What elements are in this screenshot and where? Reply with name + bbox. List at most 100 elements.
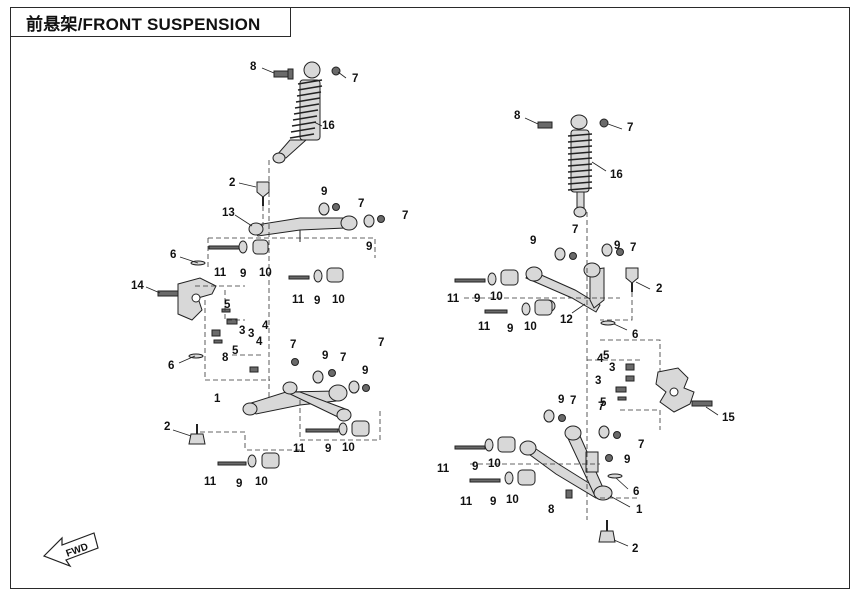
- left-ball-joint-lower: [188, 424, 206, 445]
- left-callout-9: 9: [236, 478, 242, 490]
- right-callout-6: 6: [632, 329, 638, 341]
- left-callout-5: 5: [232, 345, 239, 357]
- right-callout-11: 11: [447, 293, 460, 305]
- left-callout-9: 9: [314, 295, 320, 307]
- left-callout-3: 3: [239, 325, 245, 337]
- right-steering-knuckle: [655, 367, 713, 413]
- right-callout-11: 11: [460, 496, 473, 508]
- title-box: [10, 7, 291, 37]
- right-callout-4: 4: [597, 353, 604, 365]
- fwd-arrow-icon: FWD: [42, 532, 99, 568]
- right-lower-hardware: [454, 409, 623, 499]
- left-callout-10: 10: [259, 267, 272, 279]
- right-assembly-lines: [464, 212, 661, 520]
- right-callout-3: 3: [609, 362, 615, 374]
- right-callout-11: 11: [437, 463, 450, 475]
- right-callout-10: 10: [490, 291, 503, 303]
- left-callout-9: 9: [366, 241, 372, 253]
- right-callout-12: 12: [560, 314, 573, 326]
- left-callout-13: 13: [222, 207, 235, 219]
- right-leader-lines: [524, 117, 719, 547]
- right-lower-a-arm: [519, 425, 613, 501]
- drawing-frame: [10, 7, 850, 589]
- right-callout-7: 7: [630, 242, 636, 254]
- left-callout-6: 6: [170, 249, 176, 261]
- left-callout-9: 9: [322, 350, 328, 362]
- left-callout-10: 10: [342, 442, 355, 454]
- right-callout-8: 8: [548, 504, 555, 516]
- left-callout-6: 6: [168, 360, 174, 372]
- right-callout-6: 6: [633, 486, 639, 498]
- left-lower-a-arm: [242, 381, 352, 422]
- right-callout-9: 9: [472, 461, 478, 473]
- right-callout-7: 7: [598, 401, 604, 413]
- right-callout-15: 15: [722, 412, 735, 424]
- right-callout-11: 11: [478, 321, 491, 333]
- left-callout-9: 9: [321, 186, 327, 198]
- left-ball-joint-upper: [256, 181, 270, 206]
- left-shock-absorber: [272, 61, 323, 164]
- right-callout-7: 7: [572, 224, 578, 236]
- right-assembly: [454, 114, 719, 547]
- left-callout-2: 2: [164, 421, 170, 433]
- left-leader-lines: [145, 67, 347, 437]
- right-ball-joint-lower: [598, 520, 616, 543]
- right-callout-10: 10: [506, 494, 519, 506]
- right-callout-10: 10: [488, 458, 501, 470]
- right-callout-9: 9: [558, 394, 564, 406]
- right-callout-7: 7: [638, 439, 644, 451]
- left-steering-knuckle: [157, 277, 217, 321]
- left-callout-9: 9: [240, 268, 246, 280]
- right-callout-2: 2: [656, 283, 662, 295]
- left-callout-2: 2: [229, 177, 235, 189]
- right-ball-joint-upper: [625, 267, 639, 292]
- left-callout-7: 7: [340, 352, 346, 364]
- left-callout-8: 8: [222, 352, 229, 364]
- page-title: 前悬架/FRONT SUSPENSION: [26, 15, 261, 34]
- right-callout-9: 9: [490, 496, 496, 508]
- left-lower-hardware: [217, 358, 370, 469]
- left-upper-hardware: [208, 202, 385, 283]
- left-callout-14: 14: [131, 280, 144, 292]
- left-upper-a-arm: [248, 215, 358, 242]
- left-callout-8: 8: [250, 61, 257, 73]
- left-callout-11: 11: [204, 476, 217, 488]
- left-callout-7: 7: [358, 198, 364, 210]
- right-callout-9: 9: [507, 323, 513, 335]
- right-shock-absorber: [567, 114, 593, 218]
- left-callout-4: 4: [256, 336, 263, 348]
- right-callout-5: 5: [603, 350, 610, 362]
- left-knuckle-hardware: [188, 260, 259, 373]
- left-callout-7: 7: [290, 339, 296, 351]
- left-assembly-lines: [195, 160, 381, 451]
- right-callout-3: 3: [595, 375, 601, 387]
- left-callout-3: 3: [248, 328, 254, 340]
- right-callout-9: 9: [614, 240, 620, 252]
- right-callout-9: 9: [624, 454, 630, 466]
- left-assembly: [145, 61, 385, 469]
- right-callout-2: 2: [632, 543, 638, 555]
- left-callout-11: 11: [292, 294, 305, 306]
- right-callout-1: 1: [636, 504, 643, 516]
- right-callout-7: 7: [627, 122, 633, 134]
- right-callout-16: 16: [610, 169, 623, 181]
- left-callout-9: 9: [362, 365, 368, 377]
- right-callout-9: 9: [474, 293, 480, 305]
- right-callout-7: 7: [570, 395, 576, 407]
- left-callout-1: 1: [214, 393, 221, 405]
- left-callout-4: 4: [262, 320, 269, 332]
- left-callout-9: 9: [325, 443, 331, 455]
- left-top-bolt: [273, 66, 341, 80]
- right-callout-10: 10: [524, 321, 537, 333]
- right-callout-8: 8: [514, 110, 521, 122]
- left-callout-7: 7: [402, 210, 408, 222]
- right-callout-5: 5: [600, 397, 607, 409]
- left-callout-10: 10: [255, 476, 268, 488]
- left-callout-11: 11: [214, 267, 227, 279]
- left-callout-11: 11: [293, 443, 306, 455]
- left-callout-10: 10: [332, 294, 345, 306]
- left-callout-7: 7: [378, 337, 384, 349]
- right-knuckle-hardware: [615, 363, 635, 401]
